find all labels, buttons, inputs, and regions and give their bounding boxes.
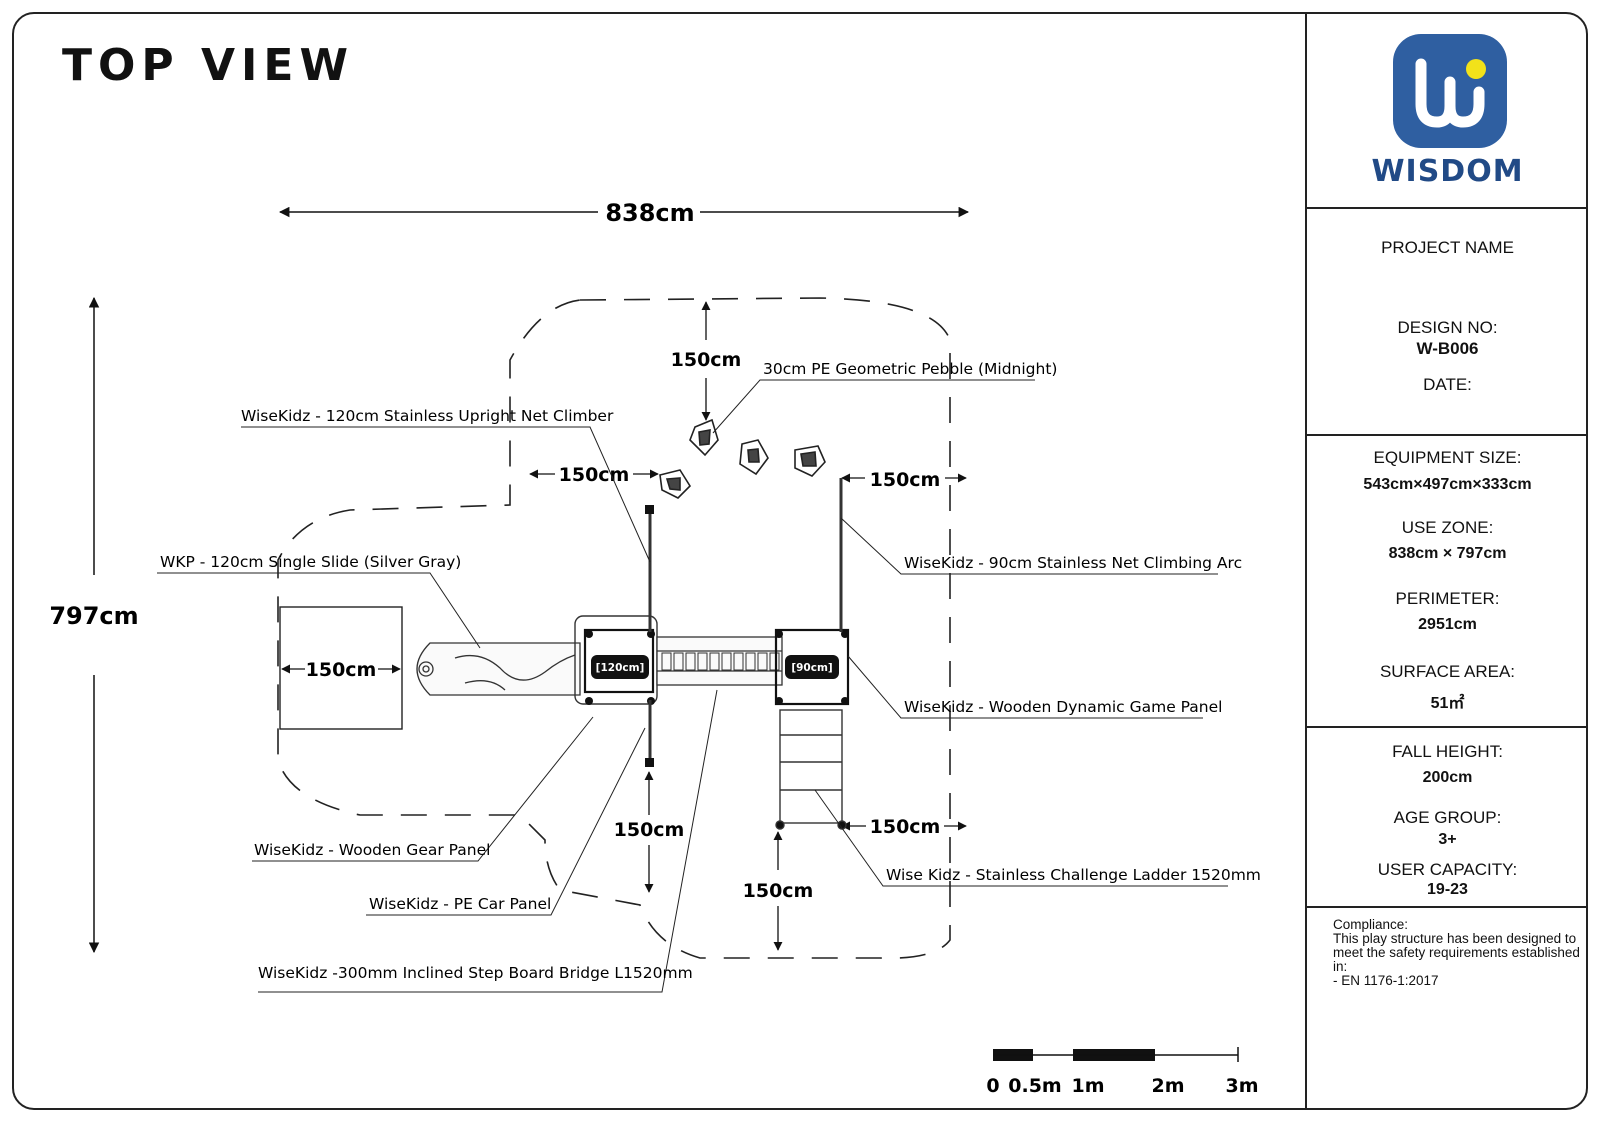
surface-area-label: SURFACE AREA:: [1379, 662, 1516, 681]
use-zone-outline: [277, 297, 951, 959]
bridge-slat: [745, 652, 756, 671]
scale-label: 1m: [1071, 1075, 1104, 1097]
scale-label: 3m: [1225, 1075, 1258, 1097]
leader-lines: [157, 379, 1228, 993]
bridge-slat: [757, 652, 768, 671]
tower-left: [574, 615, 658, 705]
bridge-slat: [697, 652, 708, 671]
scale-bar: [993, 1047, 1239, 1062]
label-car-panel: WiseKidz - PE Car Panel: [369, 895, 551, 913]
page-title: TOP VIEW: [62, 40, 354, 91]
scale-label: 0.5m: [1008, 1075, 1061, 1097]
platform-left-height: [120cm]: [596, 662, 645, 674]
project-name-label: PROJECT NAME: [1381, 238, 1514, 257]
height-dimension: 797cm: [49, 602, 138, 630]
perimeter-value: 2951cm: [1418, 616, 1477, 633]
clearance-right-upper-label: 150cm: [870, 469, 941, 491]
label-ladder: Wise Kidz - Stainless Challenge Ladder 1…: [886, 866, 1261, 884]
clearance-right-lower-label: 150cm: [870, 816, 941, 838]
surface-area-value: 51㎡: [1430, 695, 1465, 712]
bridge-slat: [673, 652, 684, 671]
upright-net-climber: [645, 505, 654, 767]
clearance-bottom-label: 150cm: [614, 819, 685, 841]
wisdom-logo-icon: [1393, 34, 1507, 148]
design-no-value: W-B006: [1416, 339, 1479, 358]
compliance-title: Compliance:: [1333, 917, 1409, 932]
bridge-slat: [685, 652, 696, 671]
geometric-pebbles: [659, 418, 826, 499]
label-upright-net: WiseKidz - 120cm Stainless Upright Net C…: [241, 407, 614, 425]
scale-labels: 0 0.5m 1m 2m 3m: [986, 1075, 1258, 1097]
size-section: EQUIPMENT SIZE: 543cm×497cm×333cm USE ZO…: [1307, 436, 1588, 728]
label-bridge: WiseKidz -300mm Inclined Step Board Brid…: [258, 964, 693, 982]
label-gear-panel: WiseKidz - Wooden Gear Panel: [254, 841, 490, 859]
fall-height-label: FALL HEIGHT:: [1392, 742, 1503, 761]
user-capacity-value: 19-23: [1427, 881, 1468, 898]
design-no-label: DESIGN NO:: [1397, 318, 1498, 337]
use-zone-label: USE ZONE:: [1401, 518, 1494, 537]
logo-section: WISDOM: [1307, 12, 1588, 209]
bridge-slat: [661, 652, 672, 671]
challenge-ladder: [775, 709, 847, 830]
equipment-size-value: 543cm×497cm×333cm: [1363, 476, 1532, 493]
drawing-frame: [12, 12, 1588, 1110]
brand-name: WISDOM: [1371, 154, 1524, 189]
project-section: PROJECT NAME DESIGN NO: W-B006 DATE:: [1307, 209, 1588, 436]
age-group-value: 3+: [1438, 831, 1457, 848]
clearance-slide-label: 150cm: [306, 659, 377, 681]
label-net-arc: WiseKidz - 90cm Stainless Net Climbing A…: [904, 554, 1242, 572]
tower-right: [774, 628, 850, 706]
use-zone-value: 838cm × 797cm: [1388, 545, 1507, 562]
bridge-slat: [769, 652, 780, 671]
date-label: DATE:: [1423, 375, 1472, 394]
perimeter-label: PERIMETER:: [1395, 589, 1500, 608]
bridge-slat: [709, 652, 720, 671]
label-dynamic-panel: WiseKidz - Wooden Dynamic Game Panel: [904, 698, 1222, 716]
bridge-slat: [721, 652, 732, 671]
slide: [416, 642, 581, 696]
scale-label: 0: [986, 1075, 999, 1097]
clearance-top-label: 150cm: [671, 349, 742, 371]
usage-section: FALL HEIGHT: 200cm AGE GROUP: 3+ USER CA…: [1307, 728, 1588, 908]
compliance-text: This play structure has been designed to…: [1333, 931, 1580, 974]
age-group-label: AGE GROUP:: [1393, 808, 1502, 827]
scale-label: 2m: [1151, 1075, 1184, 1097]
width-dimension: 838cm: [605, 199, 694, 227]
clearance-ladder-label: 150cm: [743, 880, 814, 902]
clearance-upper-left-label: 150cm: [559, 464, 630, 486]
fall-height-value: 200cm: [1422, 769, 1473, 786]
label-pebble: 30cm PE Geometric Pebble (Midnight): [763, 360, 1057, 378]
platform-right-height: [90cm]: [791, 662, 832, 674]
compliance-block: Compliance: This play structure has been…: [1333, 918, 1583, 988]
user-capacity-label: USER CAPACITY:: [1377, 860, 1518, 879]
slide-exit-zone: [279, 606, 403, 730]
compliance-standard: - EN 1176-1:2017: [1333, 973, 1439, 988]
label-slide: WKP - 120cm Single Slide (Silver Gray): [160, 553, 461, 571]
bridge-slat: [733, 652, 744, 671]
bridge-slats: [661, 652, 780, 671]
equipment-size-label: EQUIPMENT SIZE:: [1373, 448, 1522, 467]
title-block: WISDOM PROJECT NAME DESIGN NO: W-B006 DA…: [1305, 12, 1588, 1110]
